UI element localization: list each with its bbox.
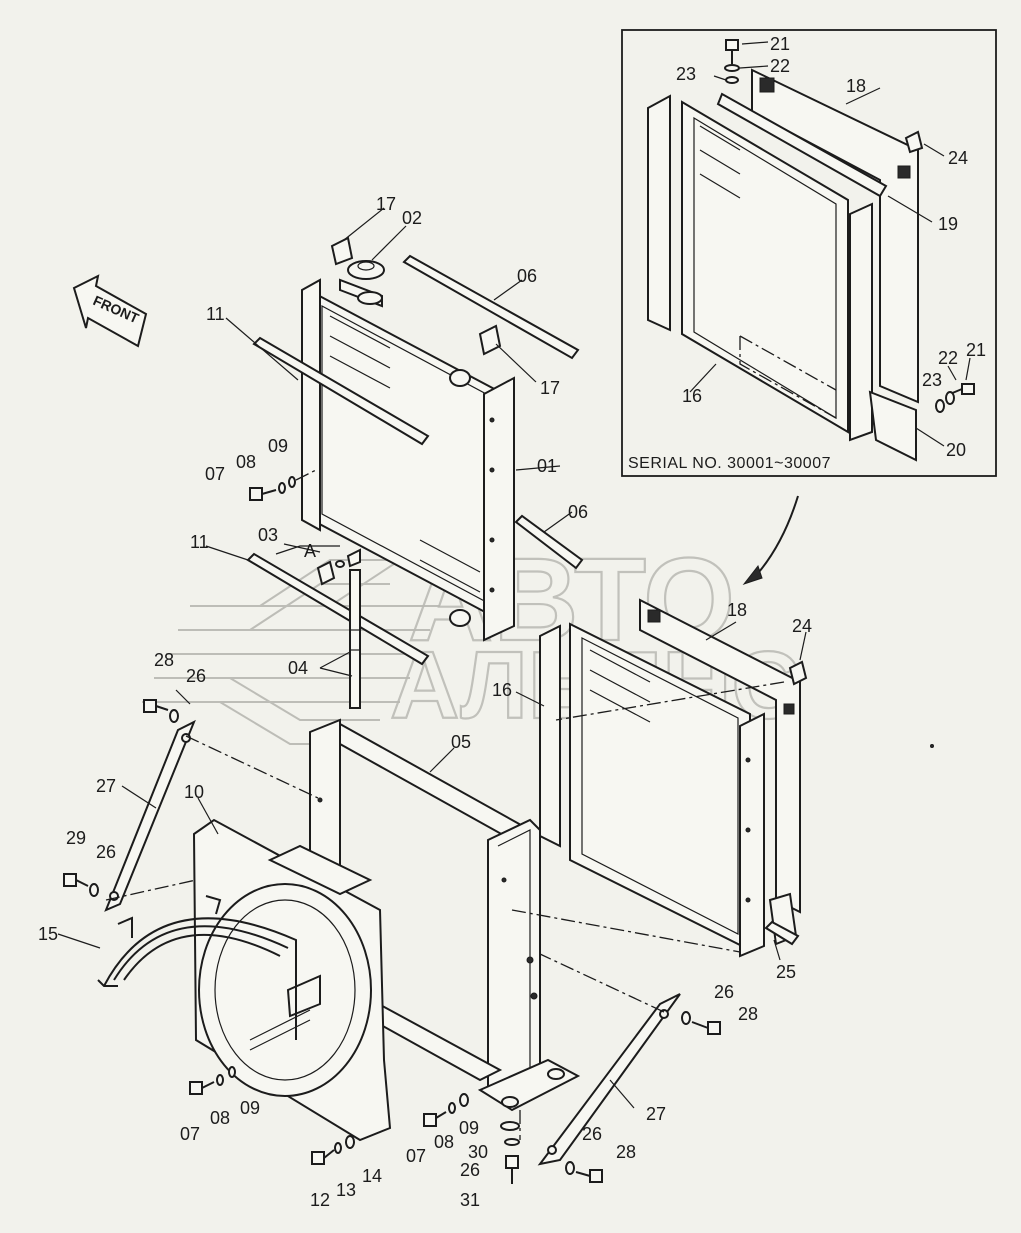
callout-07a: 07 [205, 464, 225, 484]
rubber-block-17a [330, 236, 354, 266]
serial-text: SERIAL NO. 30001~30007 [628, 455, 831, 472]
callout-13: 13 [336, 1180, 356, 1200]
callout-06b: 06 [568, 502, 588, 522]
callout-10: 10 [184, 782, 204, 802]
inset-washer-22a [724, 64, 740, 72]
radiator-alt [539, 598, 808, 958]
rubber-block-17b [478, 324, 502, 356]
callout-08b: 08 [210, 1108, 230, 1128]
callout-07c: 07 [406, 1146, 426, 1166]
callout-18a: 18 [846, 76, 866, 96]
callout-02: 02 [402, 208, 422, 228]
inset-top-bar [716, 92, 888, 198]
callout-28b: 28 [738, 1004, 758, 1024]
callout-14: 14 [362, 1166, 382, 1186]
callout-21a: 21 [770, 34, 790, 54]
callout-24b: 24 [792, 616, 812, 636]
centre-lines [105, 681, 785, 1140]
inset-left-bracket [647, 94, 671, 332]
callout-A: A [304, 541, 316, 561]
upper-hose-outlet [449, 369, 471, 387]
callout-05: 05 [451, 732, 471, 752]
leader-lines [57, 207, 807, 1109]
callout-17b: 17 [540, 378, 560, 398]
callout-27a: 27 [96, 776, 116, 796]
callout-08a: 08 [236, 452, 256, 472]
inset-right-bracket [849, 202, 873, 442]
inset-bolt-21a [725, 39, 739, 64]
fan-shroud-10 [192, 818, 392, 1142]
callouts: 01 02 03 A 04 05 06 06 07 08 09 07 08 09… [38, 34, 986, 1210]
callout-03: 03 [258, 525, 278, 545]
stay-27a [104, 719, 196, 912]
callout-26d: 26 [460, 1160, 480, 1180]
callout-08c: 08 [434, 1132, 454, 1152]
callout-23b: 23 [922, 370, 942, 390]
callout-09c: 09 [459, 1118, 479, 1138]
callout-28a: 28 [154, 650, 174, 670]
stay-27b [537, 993, 681, 1166]
callout-25: 25 [776, 962, 796, 982]
callout-26a: 26 [186, 666, 206, 686]
callout-26b: 26 [96, 842, 116, 862]
seal-strip-06b [514, 514, 584, 570]
callout-23a: 23 [676, 64, 696, 84]
callout-17a: 17 [376, 194, 396, 214]
callout-29: 29 [66, 828, 86, 848]
callout-21b: 21 [966, 340, 986, 360]
seal-strip-11b [246, 552, 430, 666]
callout-20: 20 [946, 440, 966, 460]
inset-washer-23a [725, 76, 739, 84]
callout-26c: 26 [714, 982, 734, 1002]
callout-22b: 22 [938, 348, 958, 368]
strip-25 [764, 920, 800, 946]
callout-11b: 11 [190, 532, 209, 552]
hardware [63, 699, 721, 1184]
callout-31: 31 [460, 1190, 480, 1210]
wing-bolt-24 [788, 660, 808, 686]
seal-strip-11a [252, 336, 430, 446]
serial-inset: SERIAL NO. 30001~30007 [621, 29, 997, 477]
drain-cock-03 [316, 548, 361, 586]
inset-bolt-21b [949, 383, 975, 395]
callout-09b: 09 [240, 1098, 260, 1118]
callout-07b: 07 [180, 1124, 200, 1144]
callout-19: 19 [938, 214, 958, 234]
callout-16a: 16 [682, 386, 702, 406]
drain-hose-04 [349, 569, 361, 709]
callout-30: 30 [468, 1142, 488, 1162]
callout-06a: 06 [517, 266, 537, 286]
callout-04: 04 [288, 658, 308, 678]
callout-01: 01 [537, 456, 557, 476]
bolt-set-upper [249, 476, 296, 501]
seal-strip-06a [402, 254, 580, 360]
callout-26e: 26 [582, 1124, 602, 1144]
callout-18b: 18 [727, 600, 747, 620]
callout-09a: 09 [268, 436, 288, 456]
stray-dot [930, 744, 934, 748]
fan-guard-15 [97, 895, 311, 1051]
callout-22a: 22 [770, 56, 790, 76]
callout-12: 12 [310, 1190, 330, 1210]
callout-11a: 11 [206, 304, 225, 324]
inset-bottom-bar [868, 390, 917, 462]
callout-15: 15 [38, 924, 58, 944]
lower-hose-outlet [449, 609, 471, 627]
callout-28c: 28 [616, 1142, 636, 1162]
callout-16b: 16 [492, 680, 512, 700]
inset-frame [621, 29, 997, 477]
callout-24a: 24 [948, 148, 968, 168]
callout-27b: 27 [646, 1104, 666, 1124]
inset-wing-bolt-24 [904, 130, 924, 154]
radiator-01 [301, 278, 515, 642]
front-arrow: FRONT [72, 274, 148, 348]
